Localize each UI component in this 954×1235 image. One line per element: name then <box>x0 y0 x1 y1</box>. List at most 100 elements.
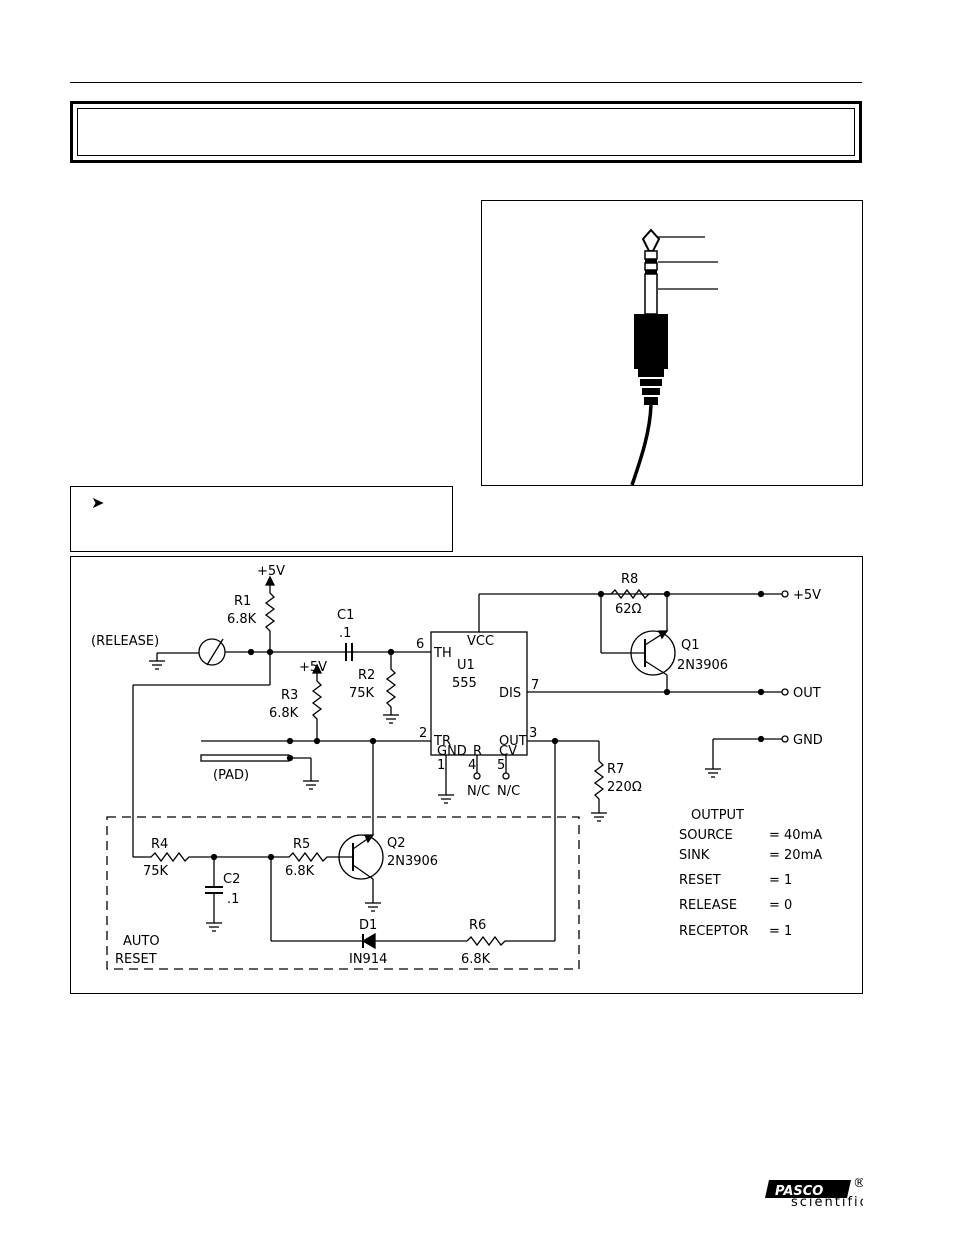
output-row-4-value: = 1 <box>769 924 792 939</box>
phone-jack-drawing <box>630 228 718 486</box>
label-tr: TR <box>433 734 451 749</box>
output-row-3-name: RELEASE <box>679 898 737 913</box>
header-rule <box>70 82 862 83</box>
pasco-logo-bar <box>765 1180 851 1198</box>
label-r7-value: 220Ω <box>607 780 642 795</box>
note-box: ➤ <box>70 486 453 552</box>
label-d1-part: IN914 <box>349 952 387 967</box>
label-gnd: GND <box>793 733 823 748</box>
r3-supply-arrow <box>311 663 323 674</box>
r7-resistor <box>593 741 605 813</box>
auto-reset-dashed-box <box>106 816 580 970</box>
label-pin6: 6 <box>416 637 424 652</box>
label-release: (RELEASE) <box>91 634 159 649</box>
label-out-pin: OUT <box>499 734 527 749</box>
label-q1: Q1 <box>681 638 700 653</box>
r2-resistor <box>385 652 397 715</box>
junction-q1-collector <box>663 688 671 696</box>
plug-strain-relief-1 <box>638 369 664 377</box>
label-r8-value: 62Ω <box>615 602 642 617</box>
label-r1-value: 6.8K <box>227 612 257 627</box>
label-out: OUT <box>793 686 821 701</box>
label-u1: U1 <box>457 658 475 673</box>
label-r4: R4 <box>151 837 168 852</box>
label-r3: R3 <box>281 688 298 703</box>
output-row-2-value: = 1 <box>769 873 792 888</box>
output-row-1-value: = 20mA <box>769 848 822 863</box>
r3-resistor <box>311 675 323 741</box>
d1-diode-triangle <box>361 932 376 950</box>
output-table-heading: OUTPUT <box>691 808 744 823</box>
label-th: TH <box>433 646 452 661</box>
label-q1-part: 2N3906 <box>677 658 728 673</box>
label-reset: RESET <box>115 952 157 967</box>
title-box <box>70 101 862 163</box>
output-row-0-name: SOURCE <box>679 828 733 843</box>
label-u1-part: 555 <box>452 676 477 691</box>
label-dis: DIS <box>499 686 521 701</box>
plug-strain-relief-2 <box>640 379 662 386</box>
pasco-logo-brand: PASCO <box>775 1184 823 1199</box>
label-nc1: N/C <box>467 784 490 799</box>
label-r2-value: 75K <box>349 686 375 701</box>
phone-jack-figure <box>481 200 863 486</box>
r6-resistor <box>466 935 555 947</box>
label-r1: R1 <box>234 594 251 609</box>
pasco-logo-tagline: scientific <box>791 1195 863 1208</box>
label-pin4: 4 <box>468 758 476 773</box>
plug-strain-relief-3 <box>642 388 660 395</box>
output-row-0-value: = 40mA <box>769 828 822 843</box>
junction-gnd <box>757 735 765 743</box>
label-r2: R2 <box>358 668 375 683</box>
plug-tip <box>641 228 661 252</box>
label-r7: R7 <box>607 762 624 777</box>
terminal-out <box>781 688 789 696</box>
label-pin1: 1 <box>437 758 445 773</box>
q2-collector <box>352 864 374 880</box>
plug-strain-relief-4 <box>644 397 658 405</box>
junction-pad-top <box>286 737 294 745</box>
output-row-3-value: = 0 <box>769 898 792 913</box>
label-pin7: 7 <box>531 678 539 693</box>
label-r4-value: 75K <box>143 864 169 879</box>
label-cv-pin: CV <box>499 744 517 759</box>
terminal-gnd <box>781 735 789 743</box>
label-vcc: VCC <box>467 634 494 649</box>
plug-ring-lower <box>644 262 658 271</box>
label-r6: R6 <box>469 918 486 933</box>
pasco-logo-mark: PASCO ® scientific <box>765 1176 867 1210</box>
plug-handle <box>634 314 668 369</box>
terminal-plus5v <box>781 590 789 598</box>
r8-resistor <box>601 588 667 600</box>
plug-ring <box>644 250 658 260</box>
label-c1-value: .1 <box>339 626 351 641</box>
label-auto: AUTO <box>123 934 160 949</box>
plug-insulator-band-2 <box>645 270 657 274</box>
label-c1: C1 <box>337 608 354 623</box>
r1-resistor <box>264 587 276 651</box>
plug-insulator-band <box>645 259 657 263</box>
junction-pad <box>286 754 294 762</box>
pin5-terminal <box>502 772 510 780</box>
label-plus5v-out: +5V <box>793 588 821 603</box>
label-r5: R5 <box>293 837 310 852</box>
output-row-1-name: SINK <box>679 848 710 863</box>
q1-collector <box>644 660 668 676</box>
label-r8: R8 <box>621 572 638 587</box>
schematic-figure: +5V R1 6.8K (RELEASE) C1 .1 +5V R2 75K R… <box>70 556 863 994</box>
label-r3-value: 6.8K <box>269 706 299 721</box>
pasco-logo: PASCO ® scientific <box>763 1176 867 1210</box>
plug-cable <box>630 404 653 486</box>
r4-resistor <box>145 851 271 863</box>
junction-release <box>247 648 255 656</box>
title-box-inner-border <box>77 108 855 156</box>
q1-emitter-arrow <box>658 630 669 640</box>
output-row-4-name: RECEPTOR <box>679 924 749 939</box>
label-plus5v-r3: +5V <box>299 660 327 675</box>
junction-r3 <box>313 737 321 745</box>
r5-resistor <box>271 851 333 863</box>
label-q2-part: 2N3906 <box>387 854 438 869</box>
label-d1: D1 <box>359 918 377 933</box>
label-r6-value: 6.8K <box>461 952 491 967</box>
note-arrow-icon: ➤ <box>91 495 105 512</box>
